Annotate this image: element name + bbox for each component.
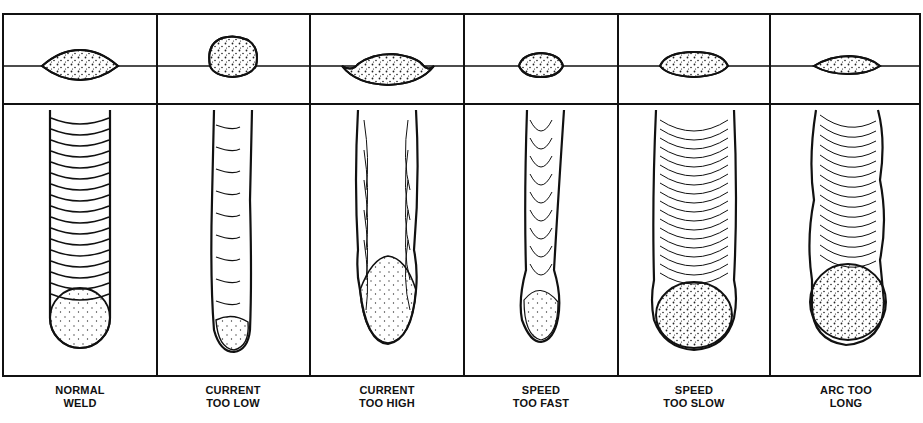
condition-label: CURRENT TOO LOW bbox=[202, 384, 264, 410]
condition-label: SPEED TOO FAST bbox=[510, 384, 572, 410]
condition-label: SPEED TOO SLOW bbox=[663, 384, 725, 410]
condition-label: CURRENT TOO HIGH bbox=[356, 384, 418, 410]
condition-label: NORMAL WELD bbox=[49, 384, 111, 410]
condition-label: ARC TOO LONG bbox=[815, 384, 877, 410]
